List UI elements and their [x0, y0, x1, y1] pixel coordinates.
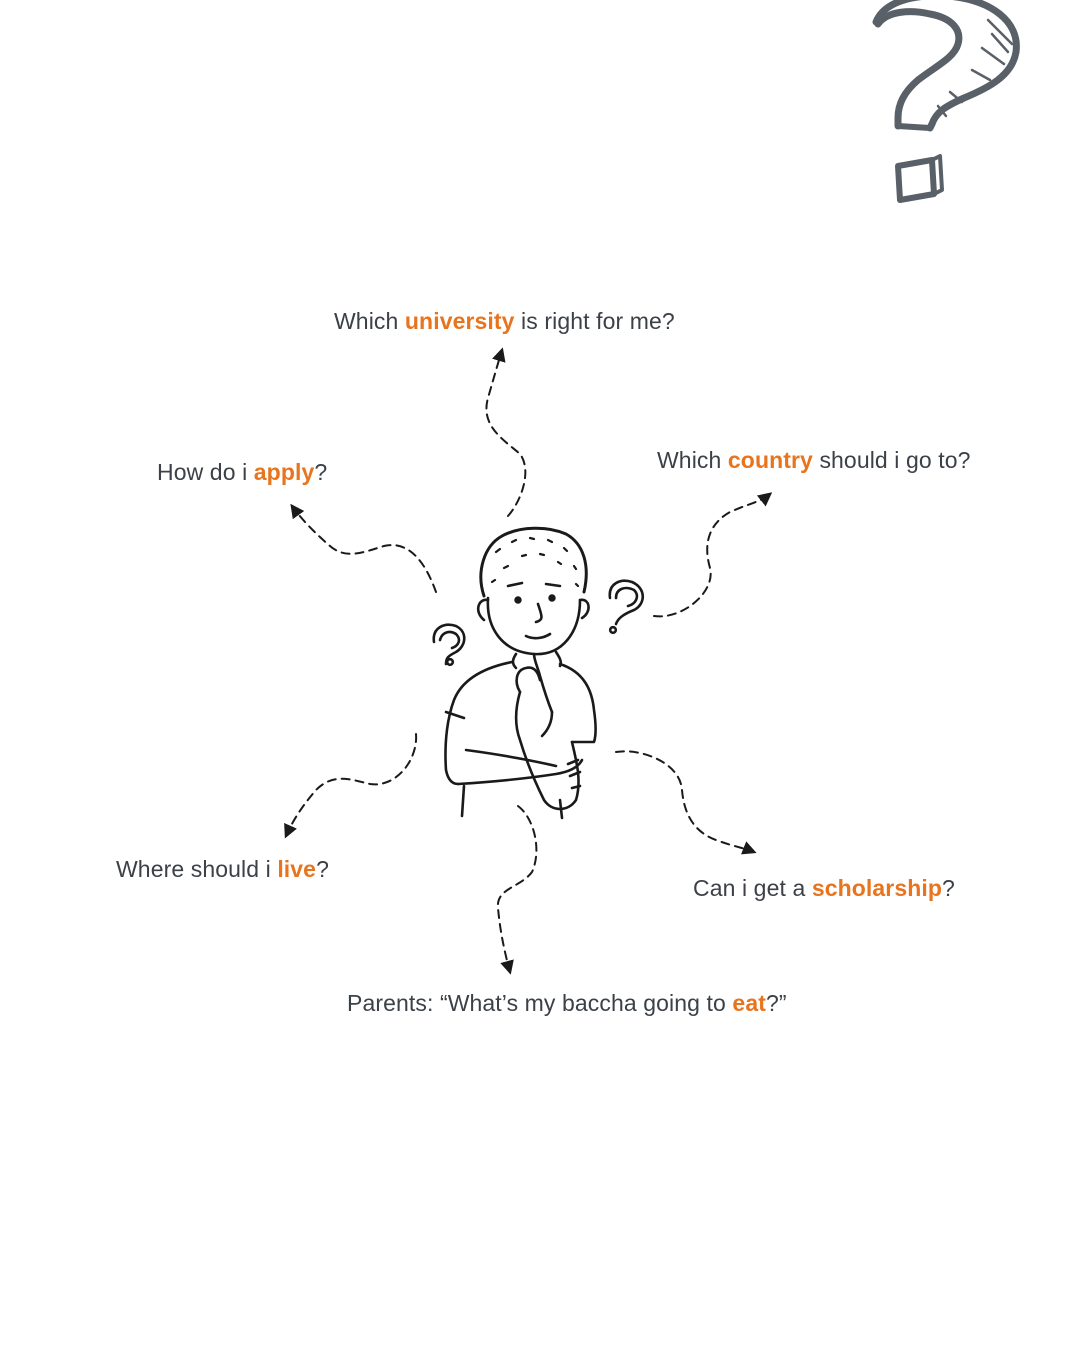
thinking-person-illustration: [444, 526, 597, 820]
connector-arrow-university: [485, 347, 527, 517]
question-highlight: live: [277, 856, 317, 882]
question-mark-icon: [432, 623, 466, 667]
question-text: Which: [657, 447, 728, 473]
question-highlight: eat: [732, 990, 766, 1016]
connector-arrow-eat: [496, 805, 538, 975]
connector-arrow-apply: [290, 503, 437, 593]
question-text: How do i: [157, 459, 254, 485]
question-highlight: apply: [253, 459, 315, 485]
question-text: Where should i: [116, 856, 278, 882]
question-scholarship: Can i get a scholarship?: [693, 877, 955, 900]
question-text: ?: [314, 459, 328, 485]
question-text: Which: [334, 308, 405, 334]
question-text: is right for me?: [514, 308, 675, 334]
connector-arrow-live: [284, 733, 418, 839]
question-mark-sketch-icon: [872, 0, 1020, 203]
question-text: should i go to?: [812, 447, 971, 473]
connector-arrow-country: [653, 492, 773, 618]
connector-arrow-scholarship: [615, 750, 757, 855]
question-text: Can i get a: [693, 875, 812, 901]
question-apply: How do i apply?: [157, 461, 327, 484]
question-mark-icon: [608, 579, 645, 635]
question-highlight: university: [404, 308, 515, 334]
question-text: ?: [316, 856, 329, 882]
question-text: ?”: [765, 990, 787, 1016]
question-university: Which university is right for me?: [334, 310, 675, 333]
question-country: Which country should i go to?: [657, 449, 971, 472]
question-eat: Parents: “What’s my baccha going to eat?…: [347, 992, 787, 1015]
question-text: ?: [942, 875, 955, 901]
question-highlight: country: [727, 447, 813, 473]
question-highlight: scholarship: [811, 875, 943, 901]
question-live: Where should i live?: [116, 858, 329, 881]
question-text: Parents: “What’s my baccha going to: [347, 990, 733, 1016]
